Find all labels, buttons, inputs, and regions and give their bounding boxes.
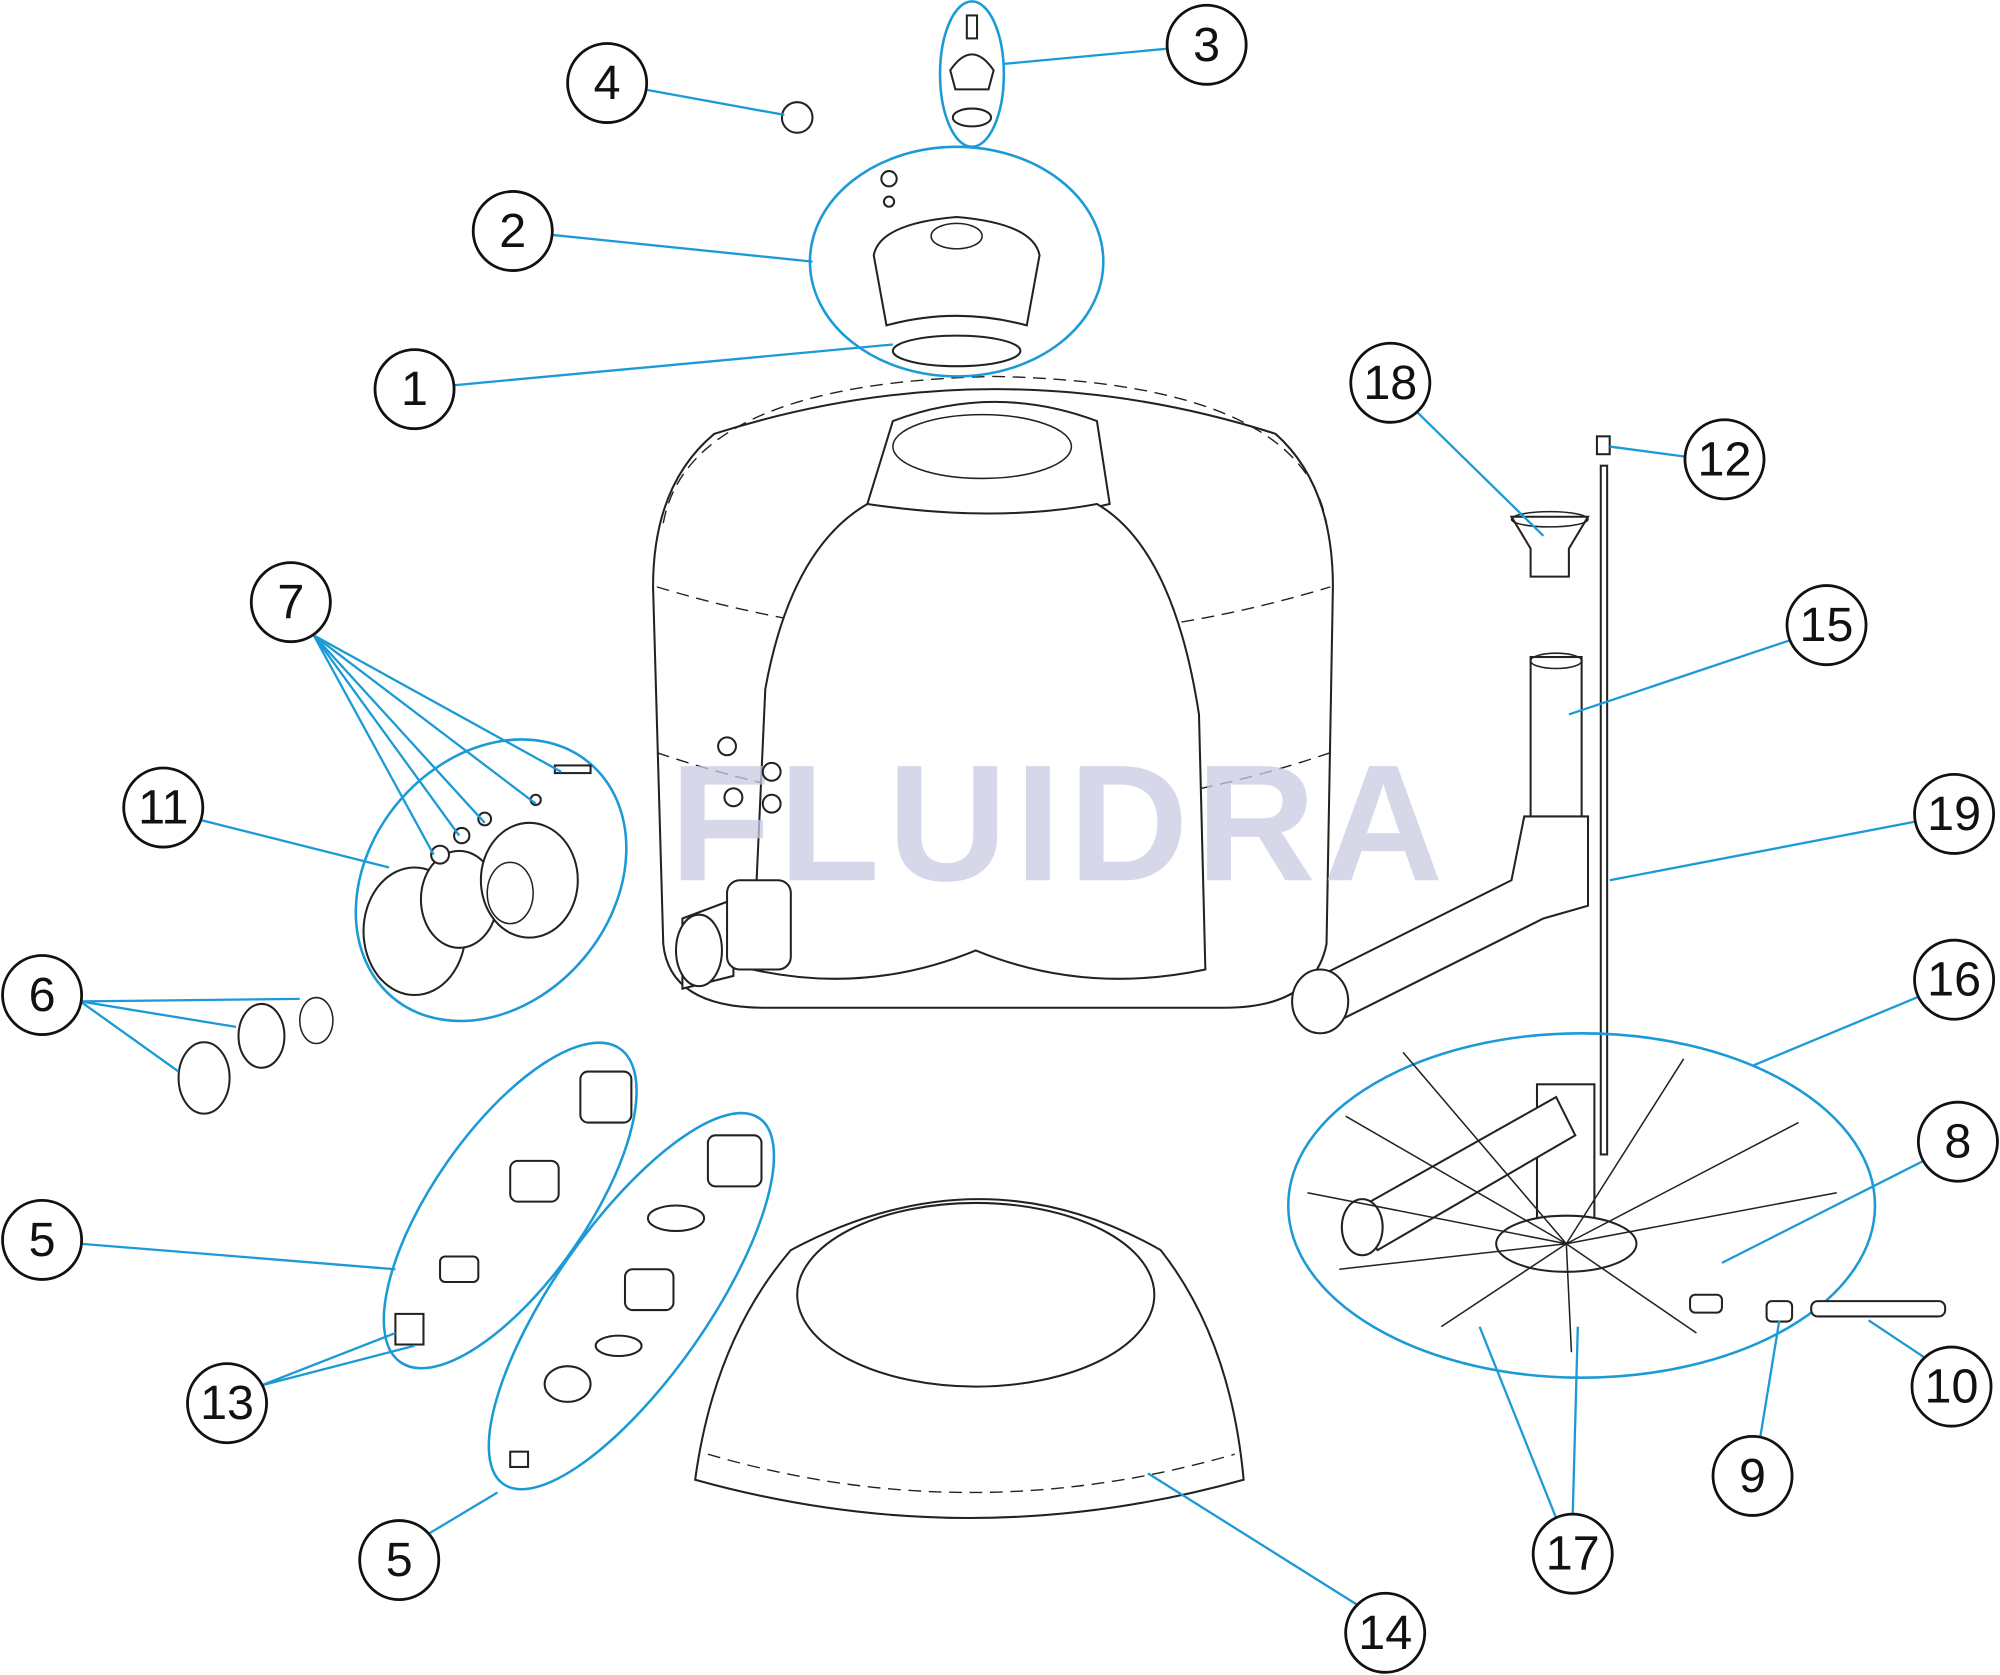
svg-text:18: 18	[1363, 356, 1417, 410]
callout-4: 4	[566, 42, 649, 124]
callout-8: 8	[1916, 1100, 1999, 1183]
fluidra-watermark: FLUIDRA	[670, 731, 1451, 916]
callout-7: 7	[249, 561, 332, 644]
filter-base	[694, 1198, 1245, 1520]
svg-text:5: 5	[386, 1533, 413, 1587]
group-valve-top	[938, 0, 1006, 149]
svg-text:17: 17	[1546, 1527, 1600, 1581]
svg-text:5: 5	[29, 1213, 56, 1267]
svg-text:19: 19	[1927, 787, 1981, 841]
leader-lines	[79, 47, 1927, 1606]
svg-text:3: 3	[1193, 18, 1220, 72]
filter-tank: FLUIDRA	[652, 375, 1451, 1009]
svg-text:7: 7	[277, 575, 304, 629]
callout-1: 1	[373, 348, 456, 431]
svg-text:12: 12	[1698, 432, 1752, 486]
callout-11: 11	[122, 766, 205, 849]
svg-text:15: 15	[1800, 598, 1854, 652]
callout-9: 9	[1711, 1434, 1794, 1517]
part-4	[780, 101, 814, 134]
svg-text:2: 2	[499, 204, 526, 258]
svg-text:4: 4	[594, 56, 621, 110]
callout-12: 12	[1683, 418, 1766, 501]
group-top-cover	[808, 145, 1105, 378]
callout-15: 15	[1785, 584, 1868, 667]
callout-5-upper: 5	[1, 1198, 84, 1281]
callout-13: 13	[186, 1362, 268, 1445]
svg-text:10: 10	[1925, 1360, 1979, 1414]
callout-18: 18	[1349, 341, 1432, 424]
callout-3: 3	[1165, 3, 1248, 86]
callout-14: 14	[1344, 1591, 1427, 1674]
right-parts	[1286, 435, 1947, 1379]
svg-text:8: 8	[1944, 1115, 1971, 1169]
callout-5-lower: 5	[358, 1519, 441, 1602]
callout-17: 17	[1531, 1512, 1614, 1595]
callout-16: 16	[1913, 938, 1996, 1021]
svg-text:9: 9	[1739, 1449, 1766, 1503]
callout-2: 2	[471, 190, 554, 272]
svg-text:13: 13	[200, 1376, 254, 1430]
callout-19: 19	[1913, 772, 1996, 855]
svg-text:14: 14	[1358, 1606, 1412, 1660]
callout-6: 6	[1, 954, 84, 1036]
callout-10: 10	[1910, 1345, 1993, 1428]
svg-text:16: 16	[1927, 953, 1981, 1007]
left-parts	[177, 738, 776, 1491]
svg-text:11: 11	[138, 781, 188, 835]
svg-text:6: 6	[29, 968, 56, 1022]
svg-text:1: 1	[401, 362, 428, 416]
